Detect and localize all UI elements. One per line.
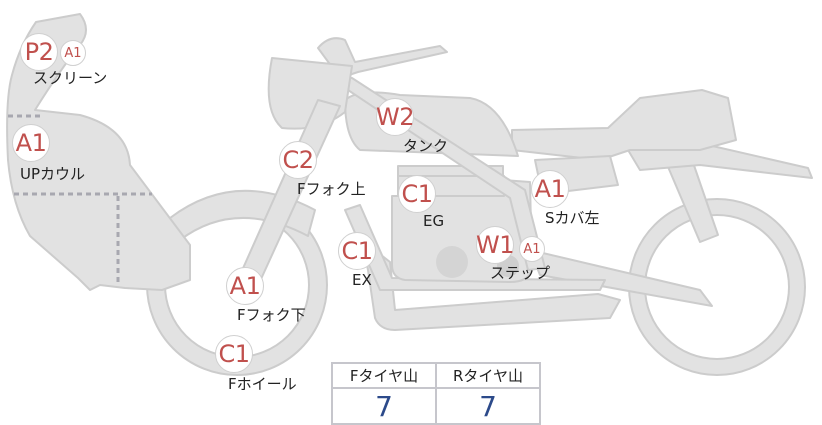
damage-badge: C1 <box>215 335 253 373</box>
part-label: EX <box>352 271 372 289</box>
damage-badge: W1 <box>476 226 515 264</box>
front-tire-header: Fタイヤ山 <box>331 362 437 389</box>
rear-tire-value: 7 <box>435 387 541 425</box>
rear-tire-header: Rタイヤ山 <box>435 362 541 389</box>
damage-badge: A1 <box>60 40 86 66</box>
damage-badge: P2 <box>20 33 58 71</box>
exhaust-pipe <box>361 239 621 331</box>
part-label: Sカバ左 <box>545 209 600 227</box>
damage-badge: A1 <box>531 170 569 208</box>
tire-tread-value-row: 7 7 <box>331 387 541 425</box>
part-label: EG <box>423 212 445 230</box>
part-label: スクリーン <box>33 69 108 87</box>
front-tire-value: 7 <box>331 387 437 425</box>
part-label: UPカウル <box>20 165 86 183</box>
damage-badge: A1 <box>12 124 50 162</box>
engine-hub-dot <box>436 246 468 278</box>
tire-tread-header-row: Fタイヤ山 Rタイヤ山 <box>331 362 541 389</box>
part-label: Fフォク下 <box>237 306 306 324</box>
damage-badge: A1 <box>519 236 545 262</box>
damage-badge: C2 <box>279 141 317 179</box>
seat <box>511 89 737 161</box>
part-label: Fフォク上 <box>297 180 366 198</box>
part-label: Fホイール <box>228 375 297 393</box>
part-label: ステップ <box>490 264 551 282</box>
damage-badge: C1 <box>398 175 436 213</box>
tire-tread-table: Fタイヤ山 Rタイヤ山 7 7 <box>331 362 541 425</box>
frame-down-tube <box>344 204 606 291</box>
part-label: タンク <box>403 137 449 155</box>
damage-badge: W2 <box>376 98 415 136</box>
damage-badge: C1 <box>338 232 376 270</box>
damage-badge: A1 <box>226 267 264 305</box>
